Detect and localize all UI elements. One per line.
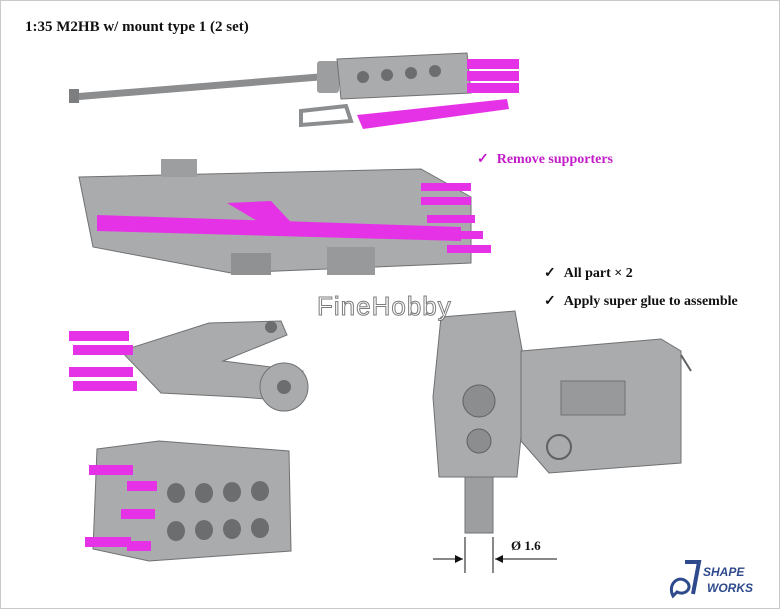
note-text: All part × 2 <box>563 266 633 281</box>
barrel-part <box>69 52 519 129</box>
dimension-callout <box>433 537 557 573</box>
feed-box-part <box>85 440 292 562</box>
svg-text:SHAPE: SHAPE <box>703 565 745 579</box>
check-icon: ✓ <box>544 294 556 309</box>
mount-assembly <box>432 310 692 534</box>
page-title: 1:35 M2HB w/ mount type 1 (2 set) <box>25 19 249 35</box>
receiver-part <box>78 159 491 275</box>
note-apply-glue: ✓ Apply super glue to assemble <box>544 293 738 310</box>
note-text: Apply super glue to assemble <box>563 294 738 309</box>
note-remove-supporters: ✓ Remove supporters <box>477 151 613 168</box>
watermark: FineHobby <box>317 291 452 322</box>
shape-works-logo: SHAPE WORKS <box>670 560 753 599</box>
note-all-part: ✓ All part × 2 <box>544 265 633 282</box>
svg-text:WORKS: WORKS <box>707 581 753 595</box>
check-icon: ✓ <box>477 152 489 167</box>
diameter-label: Ø 1.6 <box>511 538 541 553</box>
cradle-part <box>69 320 309 412</box>
check-icon: ✓ <box>544 266 556 281</box>
note-text: Remove supporters <box>496 152 613 167</box>
